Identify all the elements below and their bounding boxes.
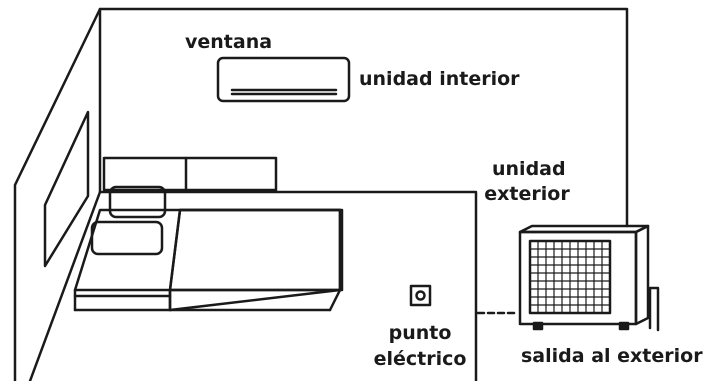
outdoor-unit-shape	[518, 224, 660, 332]
label-outlet-line1: punto	[388, 322, 452, 344]
label-outlet-line2: eléctrico	[373, 348, 467, 370]
floor	[98, 190, 478, 381]
outdoor-unit-grille	[530, 241, 610, 313]
label-window: ventana	[185, 31, 273, 53]
headboard	[102, 156, 278, 192]
electrical-outlet-shape	[409, 284, 432, 307]
bed	[73, 185, 344, 312]
back-wall	[98, 7, 629, 228]
indoor-unit-shape	[216, 56, 351, 103]
window-frame	[43, 110, 90, 268]
label-outdoor-unit-line1: unidad	[492, 158, 566, 180]
label-indoor-unit: unidad interior	[359, 68, 520, 90]
label-outdoor-unit-line2: exterior	[484, 183, 570, 205]
left-wall	[13, 7, 102, 381]
label-exit: salida al exterior	[521, 345, 703, 367]
